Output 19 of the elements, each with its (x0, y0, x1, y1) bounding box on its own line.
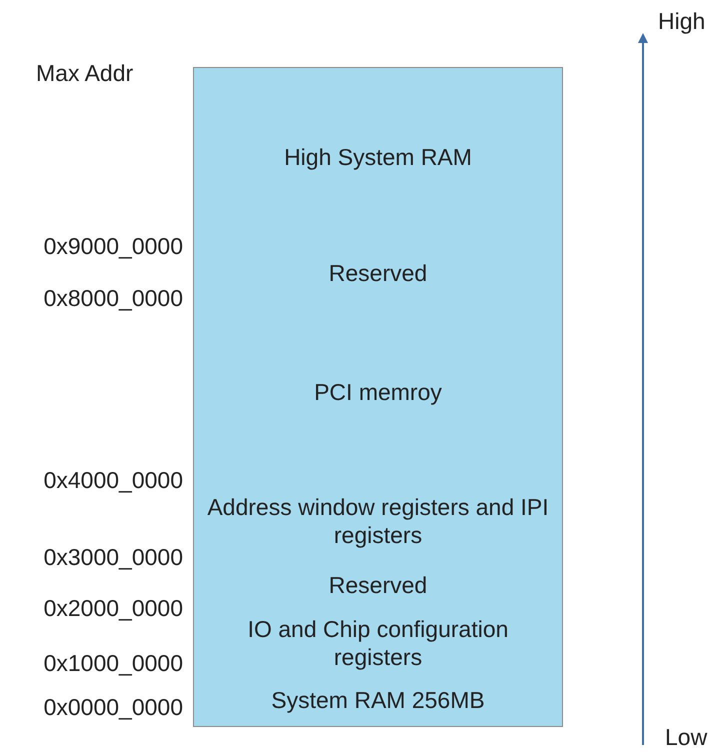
address-label: 0x1000_0000 (44, 650, 183, 677)
region-label: PCI memroy (313, 378, 443, 406)
address-label: 0x0000_0000 (44, 694, 183, 721)
address-label: 0x8000_0000 (44, 285, 183, 312)
region-label: Address window registers and IPI registers (206, 493, 550, 550)
address-label: 0x3000_0000 (44, 544, 183, 571)
memory-region (193, 67, 563, 248)
region-label: System RAM 256MB (270, 686, 486, 714)
memory-region (193, 674, 563, 727)
axis-label: Low (665, 724, 708, 751)
axis-label: High (658, 8, 706, 35)
region-label: IO and Chip configuration registers (246, 614, 510, 671)
address-label: 0x4000_0000 (44, 467, 183, 494)
region-label: Reserved (328, 570, 428, 599)
address-label: 0x2000_0000 (44, 595, 183, 622)
region-label: High System RAM (283, 143, 473, 172)
region-label: Reserved (328, 258, 428, 287)
address-label: Max Addr (36, 60, 134, 87)
address-label: 0x9000_0000 (44, 233, 183, 260)
